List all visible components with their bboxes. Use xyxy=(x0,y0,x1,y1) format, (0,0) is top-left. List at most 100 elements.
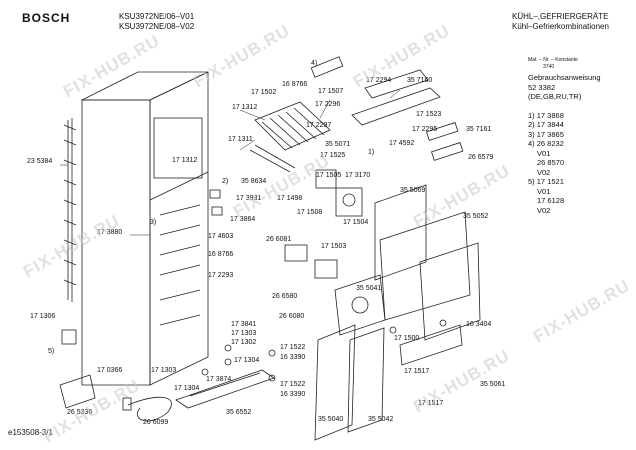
manual-languages: (DE,GB,RU,TR) xyxy=(528,92,582,101)
part-label: 17 2297 xyxy=(306,122,332,129)
part-label: 17 1508 xyxy=(297,209,323,216)
part-label: 35 5040 xyxy=(318,416,344,423)
part-label: 17 2295 xyxy=(412,126,438,133)
part-label: 26 6081 xyxy=(266,236,292,243)
part-label: 35 5069 xyxy=(400,187,426,194)
part-label: 17 1302 xyxy=(231,339,257,346)
variant-line: V01 xyxy=(537,148,551,158)
part-label: 17 1517 xyxy=(418,400,444,407)
mat-note: Mat. – Nr. – Konstante xyxy=(528,57,578,63)
part-label: 17 1503 xyxy=(321,243,347,250)
door-handles xyxy=(314,324,463,441)
part-label: 17 1507 xyxy=(318,88,344,95)
part-label: 16 3404 xyxy=(466,321,492,328)
control-panel xyxy=(310,56,464,161)
part-label: 17 1500 xyxy=(394,335,420,342)
part-label: 17 1312 xyxy=(232,104,258,111)
part-label: 26 6099 xyxy=(143,419,169,426)
thermostat-assembly xyxy=(284,169,363,279)
variant-line: 1) 17 3868 xyxy=(528,110,564,120)
document-id: e153508-3/1 xyxy=(8,428,53,437)
part-label: 17 4603 xyxy=(208,233,234,240)
part-label: 17 1312 xyxy=(172,157,198,164)
part-label: 17 1498 xyxy=(277,195,303,202)
part-label: 17 2293 xyxy=(208,272,234,279)
part-label: 26 6080 xyxy=(279,313,305,320)
part-label: 17 2296 xyxy=(315,101,341,108)
variant-line: V02 xyxy=(537,205,551,215)
callout-marker: 2) xyxy=(222,178,229,185)
part-label: 17 1311 xyxy=(228,136,253,143)
part-label: 17 3880 xyxy=(97,229,123,236)
part-label: 17 1525 xyxy=(320,152,346,159)
small-hardware xyxy=(201,189,447,382)
part-label: 26 6580 xyxy=(272,293,298,300)
brand-logo: BOSCH xyxy=(22,11,71,25)
part-label: 35 5052 xyxy=(463,213,489,220)
callout-marker: 1) xyxy=(368,149,375,156)
part-label: 16 8766 xyxy=(282,81,308,88)
power-cord xyxy=(122,396,172,422)
variant-line: V01 xyxy=(537,186,551,196)
variant-line: 17 6128 xyxy=(537,196,565,205)
part-label: 17 3864 xyxy=(230,216,256,223)
part-label: 35 8634 xyxy=(241,178,267,185)
part-label: 16 8766 xyxy=(208,251,234,258)
leader-lines xyxy=(60,89,401,236)
callout-marker: 5) xyxy=(48,348,55,355)
part-label: 17 3841 xyxy=(231,321,257,328)
part-label: 17 1505 xyxy=(316,172,342,179)
category-title: KÜHL–,GEFRIERGERÄTE xyxy=(512,12,609,21)
compressor-bracket xyxy=(59,329,96,409)
part-label: 23 5384 xyxy=(27,158,53,165)
manual-number: 52 3382 xyxy=(528,82,556,92)
part-label: 17 0366 xyxy=(97,367,123,374)
callout-marker: 3) xyxy=(150,219,157,226)
part-label: 17 3931 xyxy=(236,195,262,202)
variant-line: V02 xyxy=(537,167,551,177)
part-label: 35 5042 xyxy=(368,416,394,423)
bottom-grille xyxy=(175,369,275,409)
mat-value: 3740 xyxy=(543,64,555,70)
part-label: 16 3390 xyxy=(280,391,306,398)
part-label: 26 6579 xyxy=(468,154,494,161)
part-label: 17 1502 xyxy=(251,89,277,96)
part-label: 17 1303 xyxy=(151,367,177,374)
part-label: 17 1304 xyxy=(174,385,200,392)
part-label: 35 5041 xyxy=(356,285,382,292)
variant-line: 4) 26 8232 xyxy=(528,139,564,148)
manual-title: Gebrauchsanweisung xyxy=(528,73,601,82)
model-number-1: KSU3972NE/06–V01 xyxy=(119,12,195,21)
part-label: 17 1522 xyxy=(280,344,306,351)
part-label: 17 3874 xyxy=(206,376,232,383)
inner-door-panels xyxy=(374,184,481,341)
condenser-coil xyxy=(249,101,331,173)
lamp-housing xyxy=(334,274,386,336)
part-label: 26 5336 xyxy=(67,409,93,416)
side-notes: Gebrauchsanweisung 52 3382 (DE,GB,RU,TR)… xyxy=(528,73,601,215)
side-coil xyxy=(63,118,77,302)
part-label: 17 2294 xyxy=(366,77,392,84)
cabinet-body xyxy=(81,71,209,386)
part-label: 35 5061 xyxy=(480,381,506,388)
part-label: 35 5071 xyxy=(325,141,351,148)
part-label: 17 1504 xyxy=(343,219,369,226)
variant-line: 2) 17 3844 xyxy=(528,120,564,129)
part-label: 16 3390 xyxy=(280,354,306,361)
part-label: 17 1306 xyxy=(30,313,56,320)
variant-line: 3) 17 3865 xyxy=(528,129,564,139)
part-label: 35 7160 xyxy=(407,77,433,84)
model-number-2: KSU3972NE/08–V02 xyxy=(119,22,195,31)
part-label: 17 1304 xyxy=(234,357,260,364)
part-label: 17 4592 xyxy=(389,140,415,147)
part-label: 17 1303 xyxy=(231,330,257,337)
variant-line: 26 8570 xyxy=(537,158,565,167)
part-label: 35 7161 xyxy=(466,126,492,133)
part-label: 17 1522 xyxy=(280,381,306,388)
part-label: 35 6552 xyxy=(226,409,252,416)
subcategory-title: Kühl–Gefrierkombinationen xyxy=(512,22,609,31)
callout-marker: 4) xyxy=(311,60,318,67)
part-label: 17 1517 xyxy=(404,368,430,375)
variant-line: 5) 17 1521 xyxy=(528,177,564,186)
